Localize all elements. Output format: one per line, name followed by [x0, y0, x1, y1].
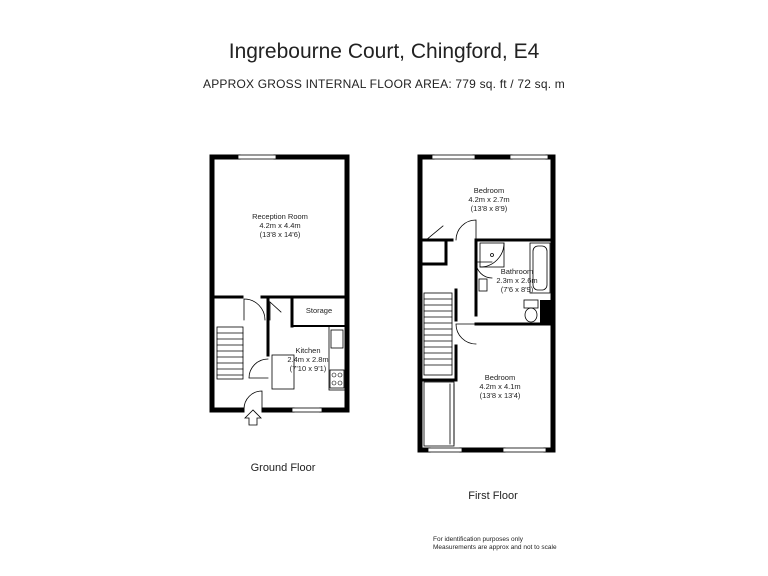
ff-toilet — [523, 299, 539, 323]
gf-door-kitchen — [248, 358, 269, 379]
disclaimer-line-1: For identification purposes only — [433, 536, 523, 543]
first-floor-plan — [417, 154, 556, 453]
gf-kitchen-worktop-corner — [271, 354, 295, 390]
ff-door-bedroom1 — [455, 219, 477, 241]
ff-window-top-right — [509, 154, 549, 160]
bedroom2-name: Bedroom — [485, 373, 515, 382]
gf-window-top — [237, 154, 277, 160]
ff-door-bedroom2 — [455, 323, 477, 345]
ff-window-top-left — [431, 154, 476, 160]
storage-name: Storage — [306, 306, 332, 315]
bedroom1-dims-ft: (13'8 x 8'9) — [471, 204, 508, 213]
bedroom2-dims-m: 4.2m x 4.1m — [479, 382, 520, 391]
ff-window-bottom-left — [427, 447, 463, 453]
ff-door-cupboard — [425, 225, 444, 241]
first-floor-label: First Floor — [468, 490, 518, 502]
bedroom1-name: Bedroom — [474, 186, 504, 195]
ff-staircase — [423, 292, 453, 376]
ff-chimney — [540, 300, 553, 324]
ground-floor-plan — [209, 154, 350, 426]
gf-kitchen-sink — [330, 329, 344, 349]
ff-basin — [478, 278, 488, 292]
reception-room-dims-m: 4.2m x 4.4m — [259, 221, 300, 230]
kitchen-dims-ft: (7'10 x 9'1) — [290, 364, 327, 373]
disclaimer: For identification purposes only Measure… — [433, 536, 557, 552]
ff-wardrobe — [423, 381, 455, 447]
gf-door-hall — [269, 301, 282, 321]
bathroom-dims-m: 2.3m x 2.6m — [496, 276, 537, 285]
disclaimer-line-2: Measurements are approx and not to scale — [433, 544, 557, 551]
ff-bath — [529, 242, 551, 294]
bedroom1-dims-m: 4.2m x 2.7m — [468, 195, 509, 204]
gf-front-door — [243, 390, 263, 410]
bathroom-dims-ft: (7'6 x 8'9) — [501, 285, 534, 294]
bedroom2-dims-ft: (13'8 x 13'4) — [480, 391, 521, 400]
ff-shower — [479, 242, 505, 268]
gf-kitchen-hob — [329, 369, 345, 389]
plan-title: Ingrebourne Court, Chingford, E4 — [228, 40, 540, 63]
reception-room-dims-ft: (13'8 x 14'6) — [260, 230, 301, 239]
ff-window-bottom-right — [502, 447, 547, 453]
bathroom-name: Bathroom — [501, 267, 534, 276]
ground-floor-label: Ground Floor — [251, 462, 316, 474]
kitchen-name: Kitchen — [295, 346, 320, 355]
kitchen-dims-m: 2.4m x 2.8m — [287, 355, 328, 364]
gf-door-reception — [243, 298, 266, 321]
gf-staircase — [216, 326, 244, 380]
reception-room-name: Reception Room — [252, 212, 308, 221]
ff-door-bathroom — [475, 261, 493, 279]
gf-window-bottom — [291, 407, 323, 413]
gf-kitchen-counter — [328, 325, 346, 391]
floor-area-subtitle: APPROX GROSS INTERNAL FLOOR AREA: 779 sq… — [203, 77, 565, 91]
gf-entrance-arrow — [244, 409, 262, 426]
